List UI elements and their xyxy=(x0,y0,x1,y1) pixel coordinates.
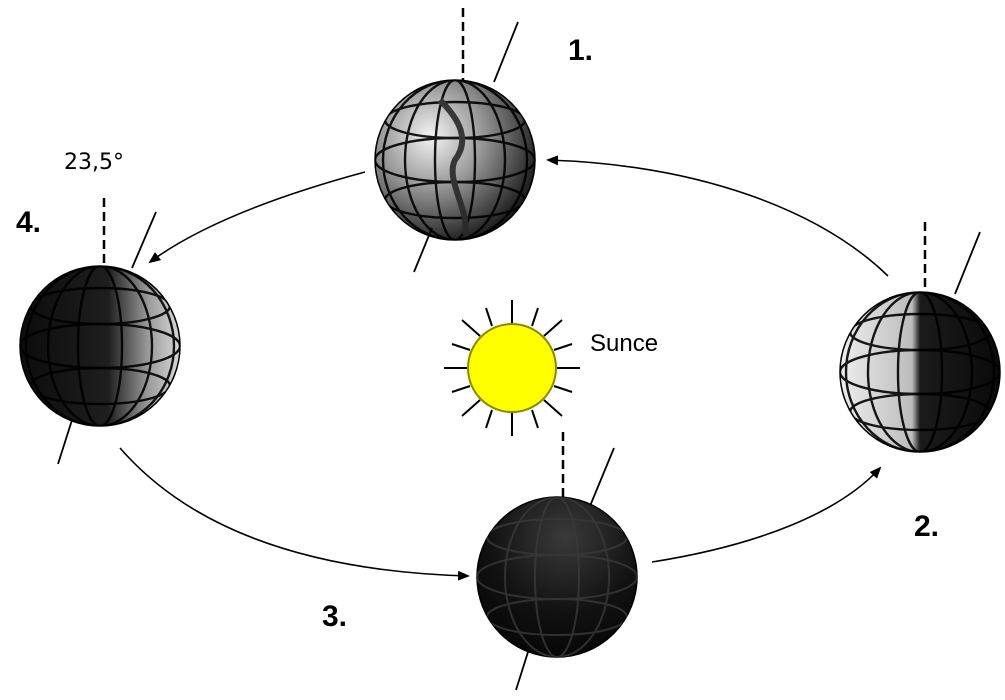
axial-tilt-label: 23,5° xyxy=(64,150,124,175)
position-label-1: 1. xyxy=(568,34,593,68)
tilted-axis-2-top xyxy=(955,232,980,294)
earth-globe-1 xyxy=(375,8,535,272)
earth-globe-3 xyxy=(477,432,637,690)
orbit-arrow-1-to-4 xyxy=(150,172,365,262)
tilted-axis-1-top xyxy=(494,22,518,82)
orbit-arrow-2-to-1 xyxy=(548,160,888,276)
position-label-2: 2. xyxy=(914,510,939,544)
tilted-axis-3-bottom xyxy=(516,652,528,690)
sun xyxy=(444,300,580,436)
orbit-arrow-4-to-3 xyxy=(120,448,468,576)
earth-globe-4 xyxy=(20,198,180,464)
orbit-arrow-3-to-2 xyxy=(652,468,880,562)
tilted-axis-4-bottom xyxy=(58,420,72,464)
tilted-axis-3-top xyxy=(590,448,614,506)
position-label-3: 3. xyxy=(322,600,347,634)
position-label-4: 4. xyxy=(16,206,41,240)
sun-label: Sunce xyxy=(590,330,658,358)
sun-disc xyxy=(468,324,556,412)
tilted-axis-1-bottom xyxy=(414,228,432,272)
earth-globe-2 xyxy=(840,222,1000,452)
